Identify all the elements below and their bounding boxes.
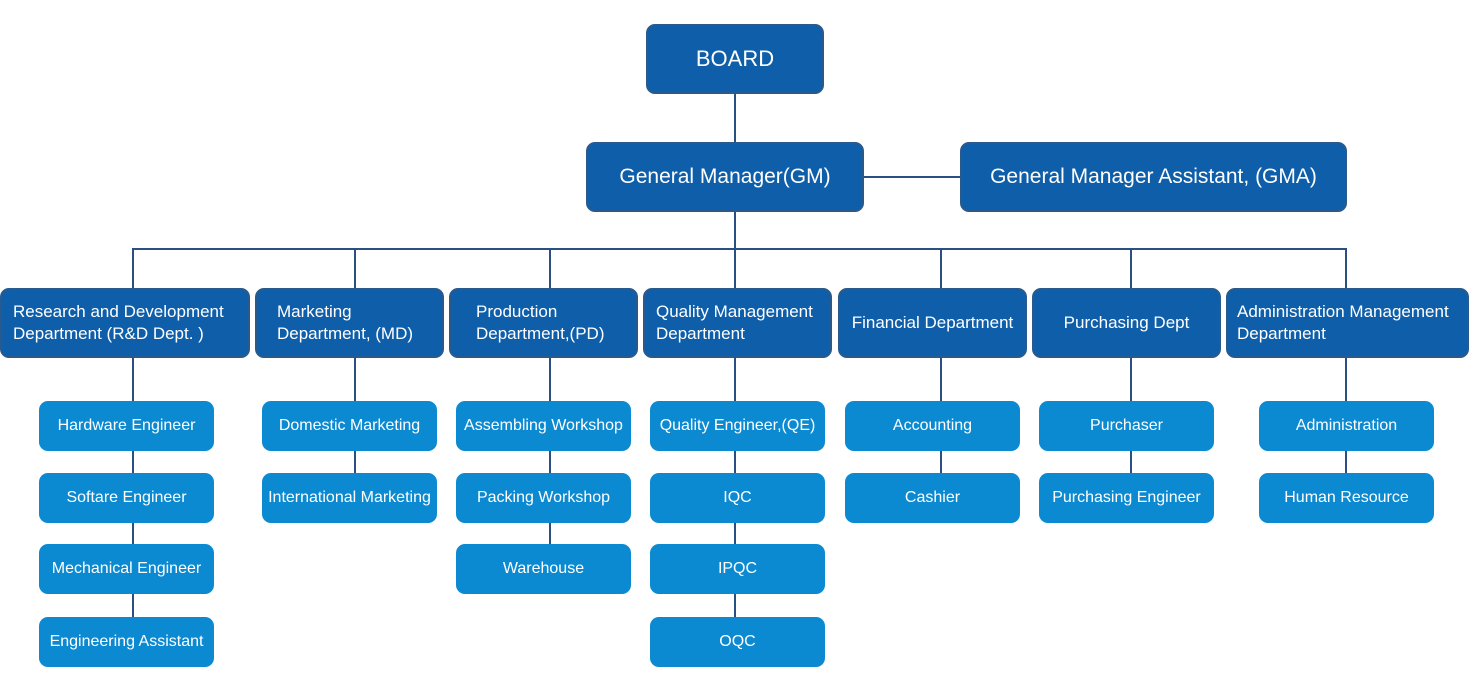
connector-dept-2 [549,248,551,290]
role-node: IQC [650,473,825,523]
connector-gm-gma [862,176,962,178]
role-node: Warehouse [456,544,631,594]
role-node: IPQC [650,544,825,594]
connector-dept-5 [1130,248,1132,290]
role-node: Hardware Engineer [39,401,214,451]
role-node: Domestic Marketing [262,401,437,451]
role-node: Packing Workshop [456,473,631,523]
role-node: Cashier [845,473,1020,523]
connector-gm-bus [734,210,736,250]
role-node: Assembling Workshop [456,401,631,451]
department-node-production: Production Department,(PD) [449,288,638,358]
department-node-rnd: Research and Development Department (R&D… [0,288,250,358]
role-node: Human Resource [1259,473,1434,523]
connector-dept-3 [734,248,736,290]
department-node-administration: Administration Management Department [1226,288,1469,358]
connector-board-gm [734,92,736,144]
role-node: Quality Engineer,(QE) [650,401,825,451]
role-node: Purchasing Engineer [1039,473,1214,523]
role-node: Mechanical Engineer [39,544,214,594]
connector-dept-1 [354,248,356,290]
department-node-purchasing: Purchasing Dept [1032,288,1221,358]
role-node: Engineering Assistant [39,617,214,667]
connector-roles-2 [549,356,551,552]
connector-dept-bus [132,248,1347,250]
role-node: Softare Engineer [39,473,214,523]
role-node: OQC [650,617,825,667]
department-node-financial: Financial Department [838,288,1027,358]
connector-dept-0 [132,248,134,290]
general-manager-assistant-node: General Manager Assistant, (GMA) [960,142,1347,212]
department-node-quality: Quality Management Department [643,288,832,358]
connector-dept-4 [940,248,942,290]
connector-dept-6 [1345,248,1347,290]
department-node-marketing: Marketing Department, (MD) [255,288,444,358]
role-node: Accounting [845,401,1020,451]
role-node: Purchaser [1039,401,1214,451]
general-manager-node: General Manager(GM) [586,142,864,212]
role-node: Administration [1259,401,1434,451]
role-node: International Marketing [262,473,437,523]
board-node: BOARD [646,24,824,94]
